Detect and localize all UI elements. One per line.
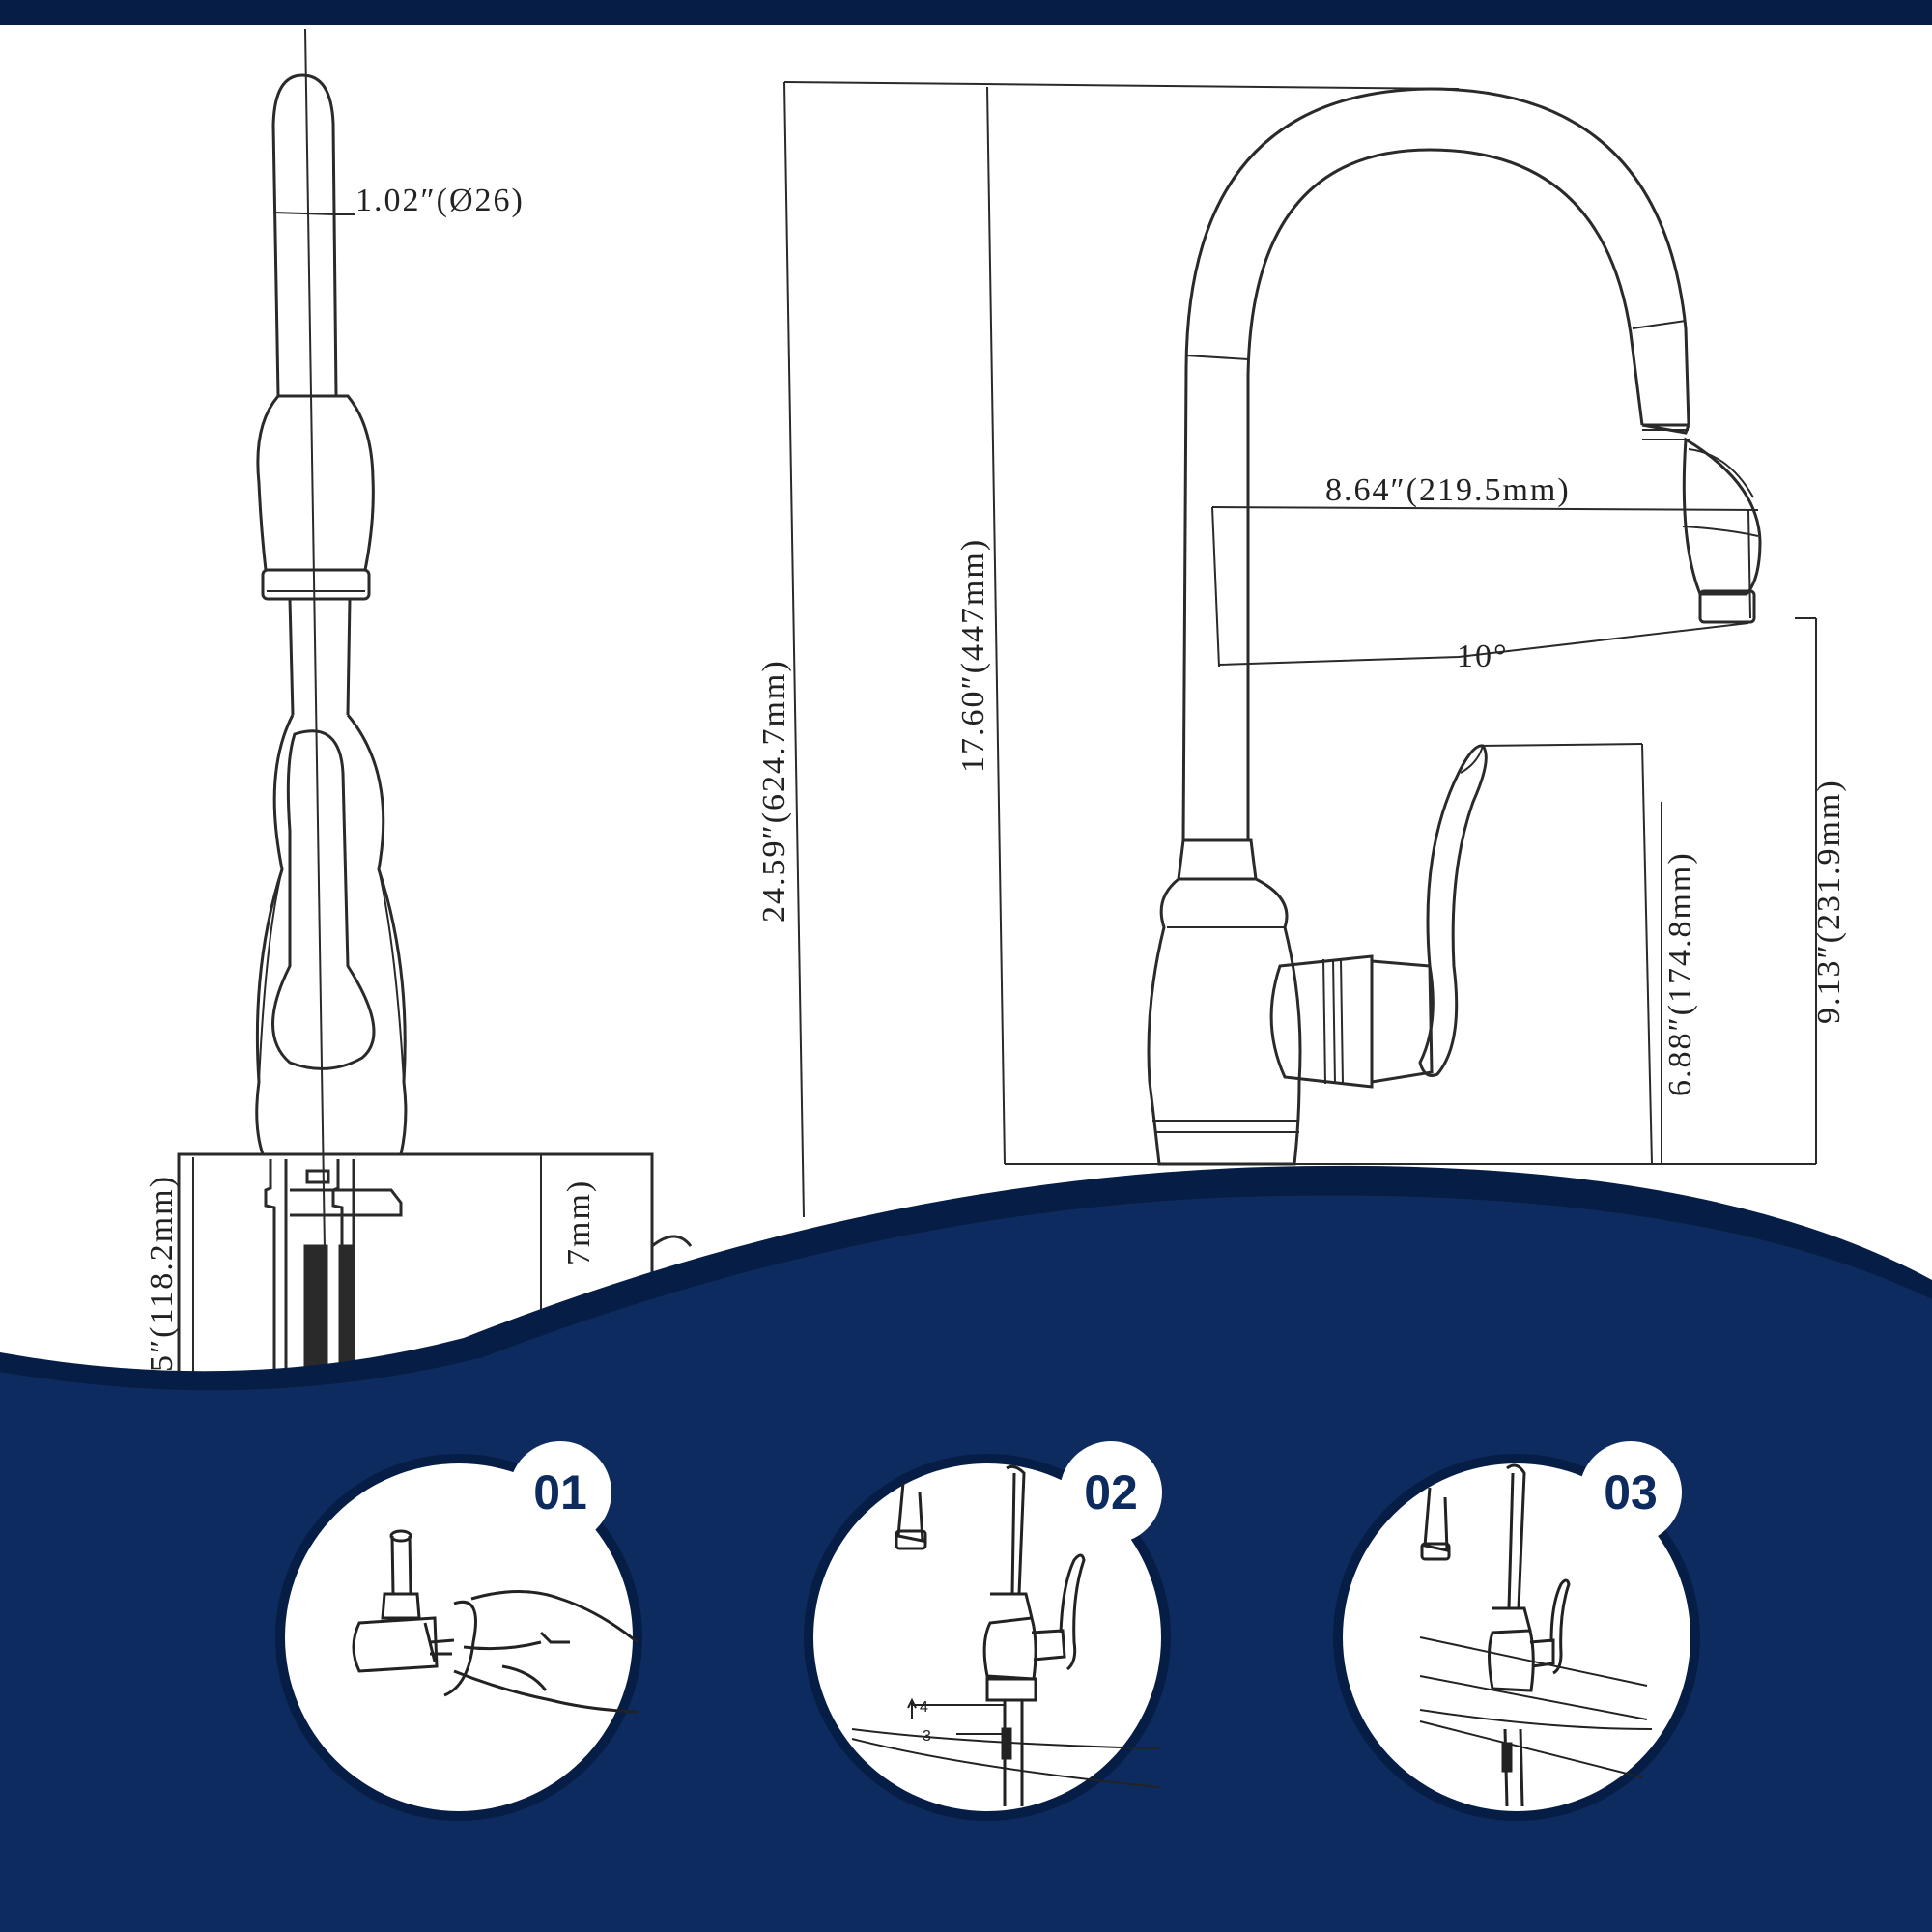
total-height-label: 24.59″(624.7mm)	[756, 659, 792, 923]
step-02-number: 02	[1084, 1465, 1138, 1520]
step-01-number: 01	[533, 1465, 587, 1520]
part-3-label: 3	[923, 1728, 931, 1745]
spray-diameter-label: 1.02″(Ø26)	[355, 183, 525, 218]
faucet-mounted-on-sink-icon	[1419, 1463, 1653, 1807]
base-height-partial-label: 5″(118.2mm)	[144, 1175, 180, 1372]
spout-to-deck-label: 9.13″(231.9mm)	[1811, 779, 1847, 1024]
faucet-side-view	[783, 81, 1817, 1218]
handle-height-label: 6.88″(174.8mm)	[1662, 851, 1698, 1096]
top-banner-bar	[0, 0, 1932, 25]
step-03: 03	[1333, 1441, 1700, 1821]
hand-installing-valve-icon	[352, 1529, 639, 1714]
part-4-label: 4	[920, 1699, 928, 1716]
angle-label: 10°	[1457, 639, 1509, 674]
faucet-front-view	[177, 28, 693, 1407]
step-02: 4 3 02	[804, 1441, 1171, 1821]
faucet-mounting-parts-icon	[851, 1464, 1160, 1806]
spout-height-label: 17.60″(447mm)	[955, 538, 991, 773]
step-01: 01	[275, 1441, 642, 1821]
base-partial-right-label: 7mm)	[561, 1179, 597, 1265]
step-03-number: 03	[1604, 1465, 1658, 1520]
reach-label: 8.64″(219.5mm)	[1325, 472, 1571, 508]
